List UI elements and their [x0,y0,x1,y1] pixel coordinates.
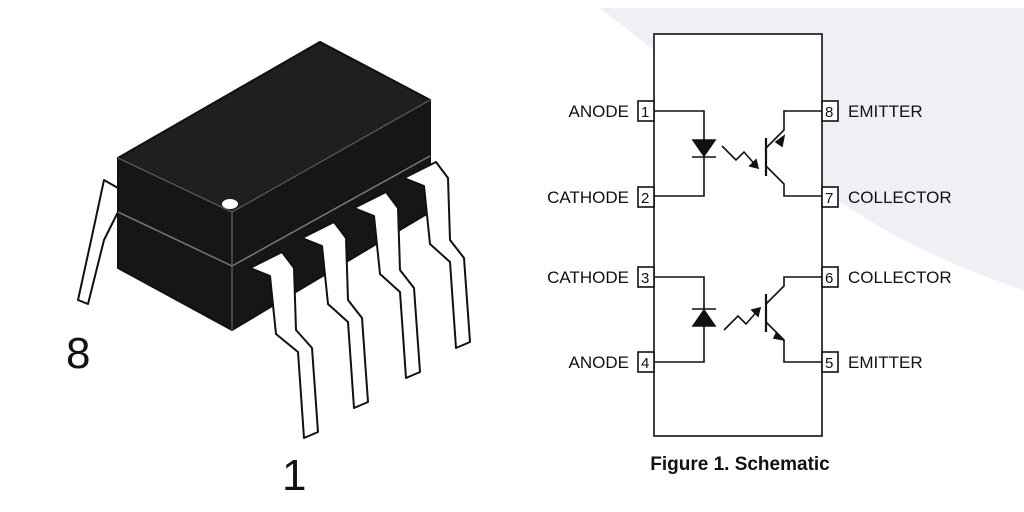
pin-box-7 [821,186,839,208]
led-2 [654,276,762,363]
pin-name-4: ANODE [569,353,629,372]
pin8-marker-label: 8 [66,329,90,378]
figure-caption: Figure 1. Schematic [650,454,830,475]
pin-number-1: 1 [641,104,649,121]
pin-name-7: COLLECTOR [848,188,952,207]
pin-name-3: CATHODE [547,268,629,287]
back-leads [77,179,119,305]
pin-name-8: EMITTER [848,102,923,121]
pin-name-1: ANODE [569,102,629,121]
pin-number-2: 2 [641,190,649,207]
pin-name-2: CATHODE [547,188,629,207]
lead-3 [353,191,421,379]
lead-2 [301,221,369,409]
pin-number-4: 4 [641,355,649,372]
led-1 [654,110,760,197]
lead-4 [403,161,471,349]
phototransistor-2 [764,276,822,363]
lead-1 [249,251,319,439]
pin1-indicator-dot [222,199,238,209]
phototransistor-1 [764,110,822,197]
package-body [117,41,431,331]
pin-number-7: 7 [825,190,833,207]
front-leads [249,161,471,439]
schematic [637,33,839,437]
pin1-marker-label: 1 [282,451,306,500]
pin-number-8: 8 [825,104,833,121]
dip8-package [77,41,471,439]
pin-number-6: 6 [825,270,833,287]
pin-name-5: EMITTER [848,353,923,372]
pin-name-6: COLLECTOR [848,268,952,287]
pin-box-2 [637,186,655,208]
pin-number-5: 5 [825,355,833,372]
schematic-outline [653,33,823,437]
pin-number-3: 3 [641,270,649,287]
